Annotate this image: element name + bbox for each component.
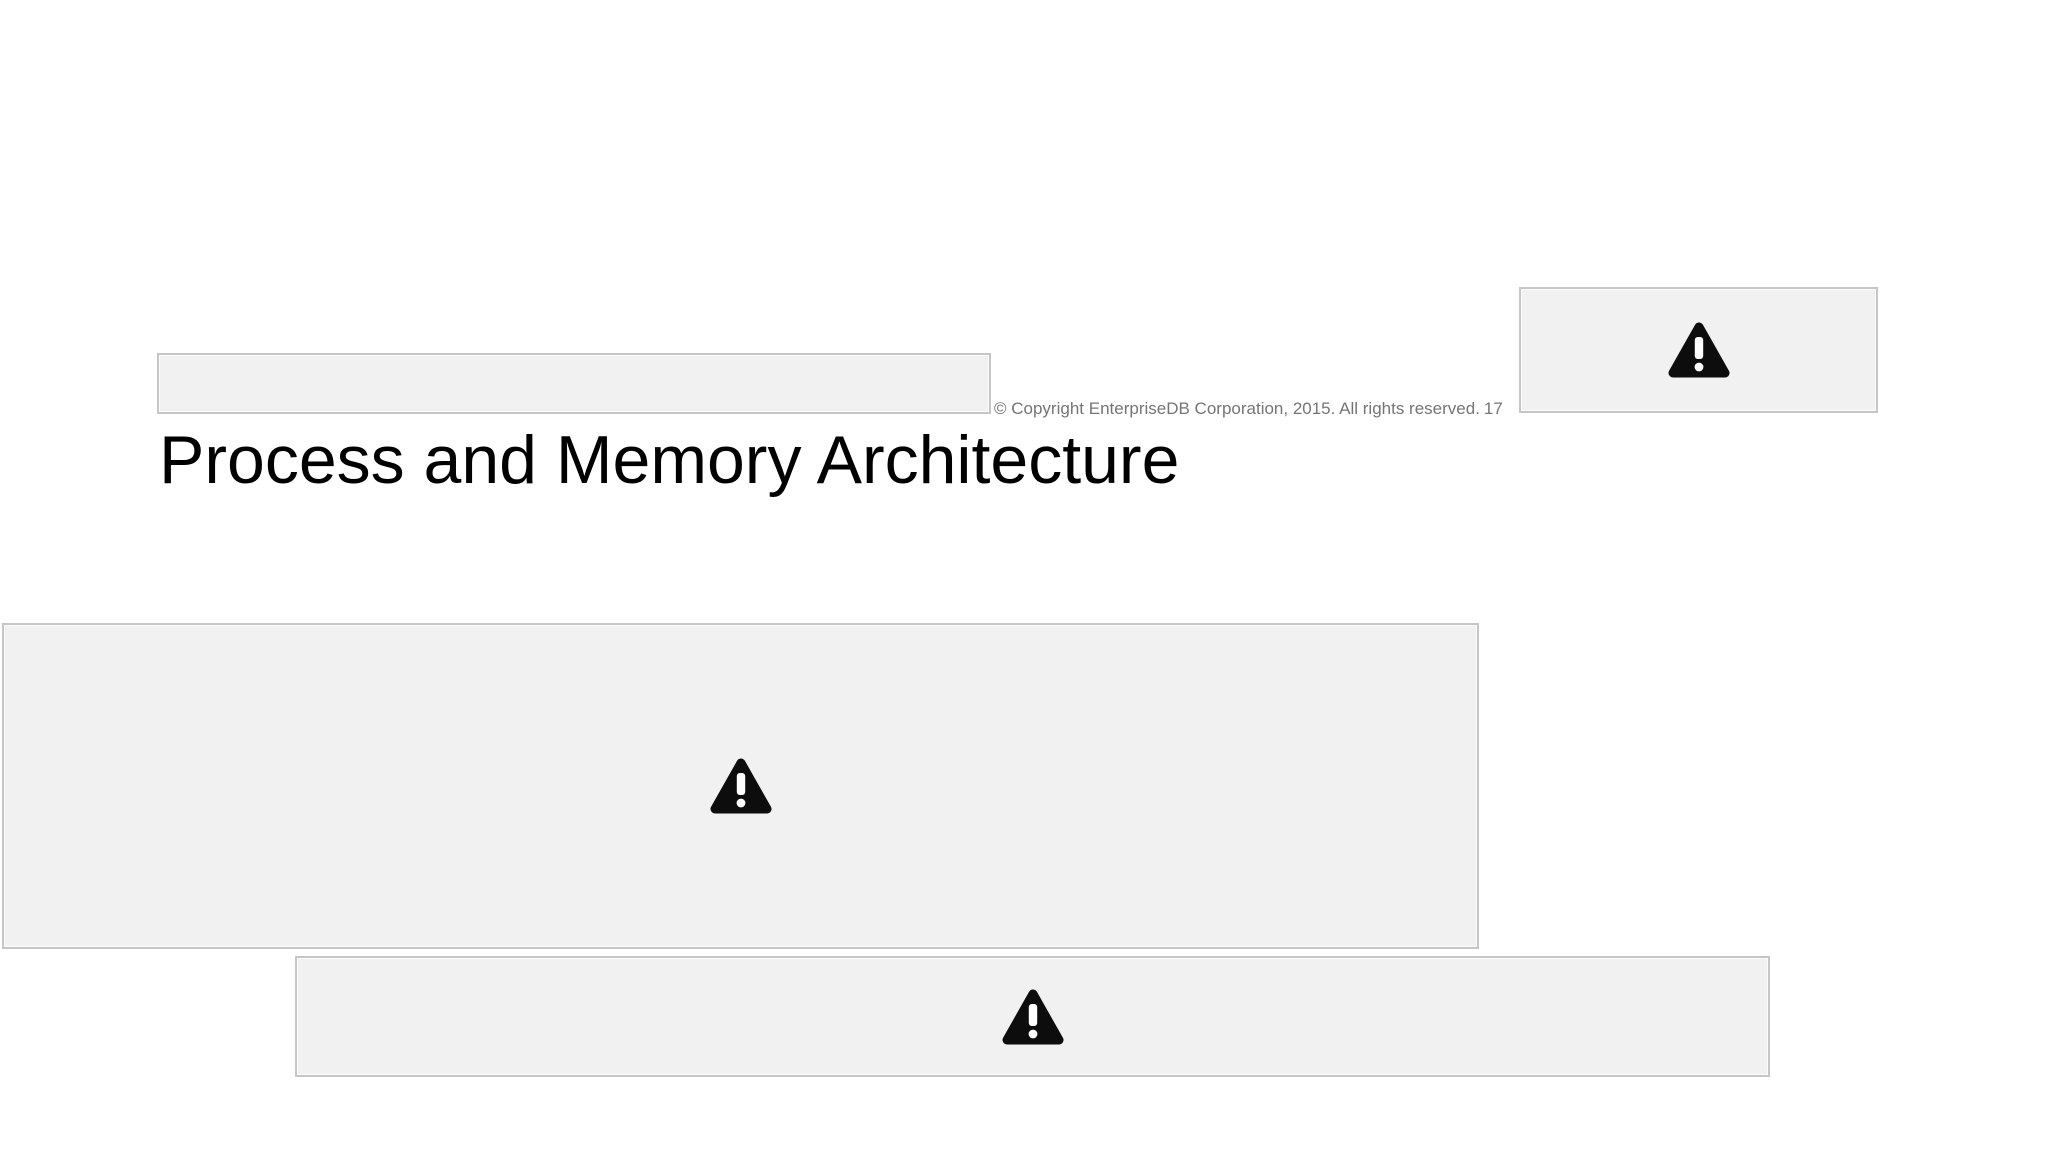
warning-triangle-icon (710, 758, 771, 814)
slide-title: Process and Memory Architecture (159, 422, 1180, 498)
warning-triangle-icon (1002, 989, 1063, 1044)
page-number: 17 (1483, 399, 1503, 418)
broken-image-placeholder-header-left (157, 353, 991, 414)
warning-triangle-icon (1668, 322, 1729, 378)
broken-image-placeholder-body-bottom (295, 956, 1770, 1077)
slide-footer: © Copyright EnterpriseDB Corporation, 20… (994, 400, 1503, 417)
broken-image-placeholder-header-right (1519, 287, 1878, 413)
broken-image-placeholder-body-main (2, 623, 1479, 949)
copyright-text: © Copyright EnterpriseDB Corporation, 20… (994, 399, 1480, 418)
